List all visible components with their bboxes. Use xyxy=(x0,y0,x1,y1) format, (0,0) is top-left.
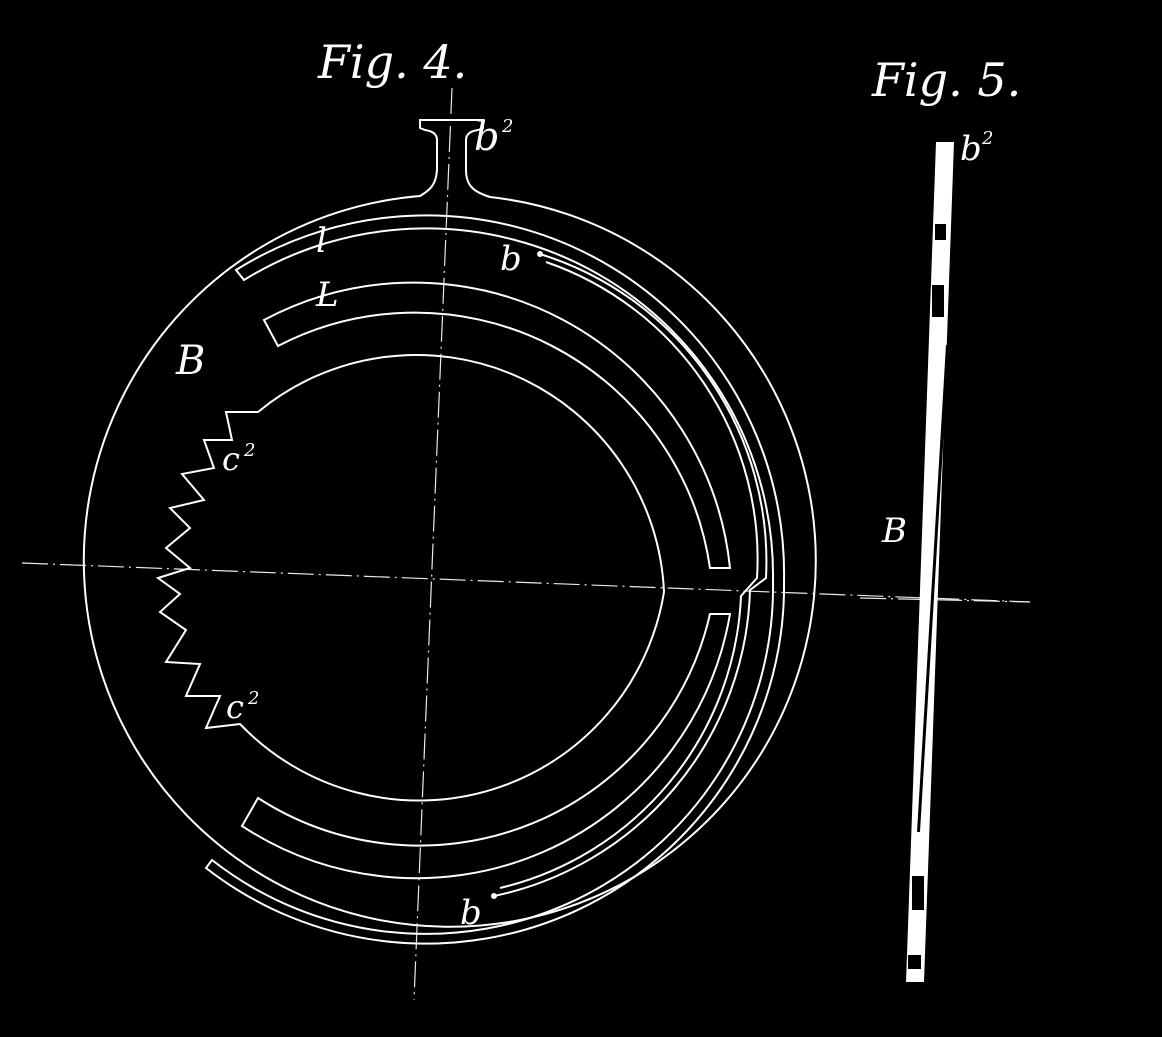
fig5-bar-block-1 xyxy=(935,224,946,240)
fig5-label-b2-sup: 2 xyxy=(981,128,993,149)
fig4-lead-ring-inner xyxy=(499,261,759,889)
fig4-outer-disc-rim xyxy=(82,119,817,928)
fig4-label-b-lower: b xyxy=(460,893,482,933)
fig5-bar-outline xyxy=(906,142,954,982)
figure-4: Fig. 4. b 2 l L B b c 2 c 2 b xyxy=(21,35,1031,1001)
fig4-inner-ring-L xyxy=(262,281,732,569)
fig5-bar-block-4 xyxy=(908,955,921,969)
fig4-central-opening-teeth xyxy=(155,353,666,802)
fig5-label-B: B xyxy=(881,511,907,551)
fig4-label-c2-lower: c xyxy=(226,688,244,726)
fig5-bar-block-3 xyxy=(912,876,924,910)
figure-5: Fig. 5. b 2 B xyxy=(859,53,1031,982)
fig4-label-b2: b xyxy=(474,114,500,160)
fig4-horizontal-centerline xyxy=(21,562,1031,603)
fig4-lead-ring xyxy=(493,253,768,897)
fig5-bar-block-2 xyxy=(932,285,944,317)
fig4-label-c2-upper: c xyxy=(222,440,240,478)
fig5-bar-body xyxy=(917,345,949,832)
fig4-label-L: L xyxy=(315,275,339,315)
fig4-label-b2-sup: 2 xyxy=(501,116,513,137)
fig4-label-b-upper: b xyxy=(500,239,522,279)
fig5-horizontal-centerline xyxy=(859,597,1031,603)
fig4-vertical-centerline xyxy=(413,87,453,1001)
fig4-inner-ring-L-lower xyxy=(240,613,732,880)
fig4-title: Fig. 4. xyxy=(317,35,467,89)
fig4-terminal-b-upper xyxy=(537,251,543,257)
fig5-label-b2: b xyxy=(960,129,982,169)
fig4-outer-ring-l xyxy=(204,214,786,945)
fig4-label-c2-lower-sup: 2 xyxy=(247,688,259,709)
fig5-title: Fig. 5. xyxy=(871,53,1021,107)
fig4-terminal-b-lower xyxy=(491,893,497,899)
fig4-label-l: l xyxy=(316,221,327,261)
fig4-label-B: B xyxy=(175,338,205,384)
fig4-label-c2-upper-sup: 2 xyxy=(243,440,255,461)
